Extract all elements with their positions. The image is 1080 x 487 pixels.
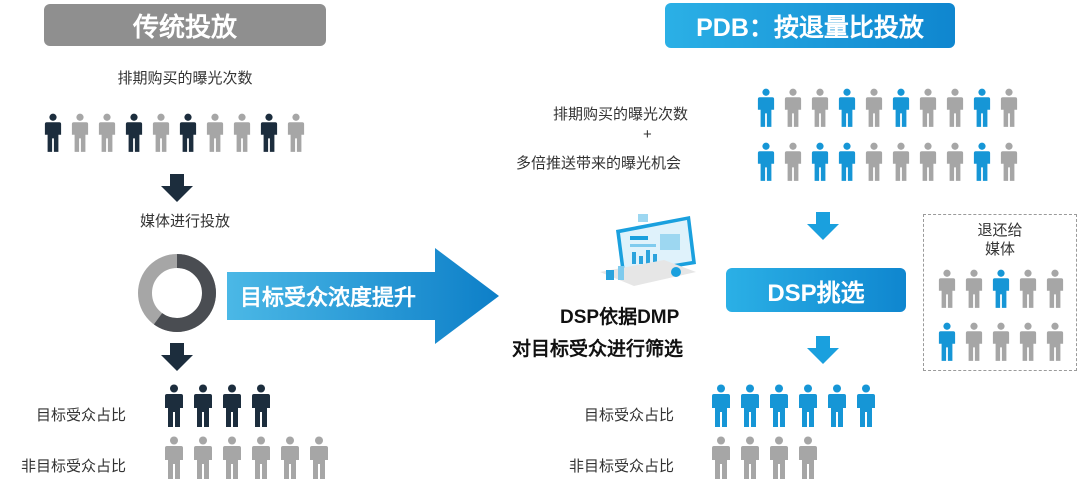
person-icon-gray (193, 436, 213, 485)
person-icon-blue (973, 140, 991, 189)
person-icon-gray (233, 112, 251, 159)
person-icon-dark (44, 112, 62, 159)
person-icon-blue (938, 320, 956, 369)
person-icon-gray (164, 436, 184, 485)
person-icon-blue (973, 86, 991, 135)
return-label-line1: 退还给 (977, 222, 1023, 239)
person-icon-dark (179, 112, 197, 159)
left-nontarget-label: 非目标受众占比 (21, 458, 127, 475)
person-icon-gray (919, 140, 937, 189)
person-icon-gray (919, 86, 937, 135)
person-icon-gray (1046, 320, 1064, 369)
person-icon-dark (164, 384, 184, 433)
person-icon-gray (784, 140, 802, 189)
left-header-text: 传统投放 (132, 11, 237, 42)
person-icon-gray (71, 112, 89, 159)
person-icon-blue (892, 86, 910, 135)
right-nontarget-label: 非目标受众占比 (569, 458, 675, 475)
person-icon-blue (992, 267, 1010, 316)
person-icon-gray (280, 436, 300, 485)
person-icon-gray (740, 436, 760, 485)
person-icon-dark (125, 112, 143, 159)
person-icon-dark (260, 112, 278, 159)
person-icon-gray (811, 86, 829, 135)
person-icon-gray (1019, 320, 1037, 369)
left-donut (138, 254, 216, 332)
left-purchased-label: 排期购买的曝光次数 (117, 70, 253, 87)
computer-dashboard-icon (600, 214, 696, 286)
person-icon-dark (193, 384, 213, 433)
person-icon-blue (769, 384, 789, 433)
person-icon-gray (965, 267, 983, 316)
person-icon-dark (251, 384, 271, 433)
person-icon-gray (1000, 86, 1018, 135)
person-icon-gray (946, 140, 964, 189)
person-icon-blue (838, 140, 856, 189)
person-icon-gray (992, 320, 1010, 369)
right-target-label: 目标受众占比 (584, 407, 675, 424)
left-header: 传统投放 (44, 4, 326, 46)
person-icon-blue (827, 384, 847, 433)
person-icon-gray (98, 112, 116, 159)
person-icon-blue (740, 384, 760, 433)
person-icon-gray (938, 267, 956, 316)
person-icon-dark (222, 384, 242, 433)
return-box (923, 214, 1077, 371)
person-icon-gray (784, 86, 802, 135)
person-icon-gray (711, 436, 731, 485)
person-icon-blue (811, 140, 829, 189)
big-arrow-shape (227, 248, 499, 344)
right-purchased-label: 排期购买的曝光次数 (553, 106, 689, 123)
person-icon-gray (287, 112, 305, 159)
person-icon-gray (865, 86, 883, 135)
person-icon-blue (838, 86, 856, 135)
person-icon-gray (1019, 267, 1037, 316)
person-icon-gray (865, 140, 883, 189)
person-icon-gray (769, 436, 789, 485)
right-header-text: PDB：按退量比投放 (696, 13, 924, 42)
person-icon-blue (757, 140, 775, 189)
person-icon-blue (711, 384, 731, 433)
person-icon-gray (965, 320, 983, 369)
dsp-text-line2: 对目标受众进行筛选 (512, 339, 684, 360)
dsp-text-line1: DSP依据DMP (560, 307, 680, 328)
right-multi-label: 多倍推送带来的曝光机会 (516, 155, 682, 172)
person-icon-gray (222, 436, 242, 485)
person-icon-gray (309, 436, 329, 485)
middle-arrow-label: 目标受众浓度提升 (240, 285, 417, 310)
right-plus-sign: + (643, 126, 652, 143)
person-icon-blue (856, 384, 876, 433)
person-icon-blue (798, 384, 818, 433)
person-icon-blue (757, 86, 775, 135)
person-icon-gray (251, 436, 271, 485)
person-icon-gray (152, 112, 170, 159)
right-header: PDB：按退量比投放 (665, 3, 955, 48)
donut-filled-arc (138, 254, 216, 332)
right-dsp-box-text: DSP挑选 (767, 279, 865, 307)
middle-big-arrow (227, 248, 499, 344)
return-label-line2: 媒体 (984, 241, 1015, 258)
person-icon-gray (892, 140, 910, 189)
right-dsp-box: DSP挑选 (726, 268, 906, 312)
left-media-label: 媒体进行投放 (139, 213, 230, 230)
person-icon-gray (946, 86, 964, 135)
person-icon-gray (1046, 267, 1064, 316)
person-icon-gray (1000, 140, 1018, 189)
person-icon-gray (206, 112, 224, 159)
left-target-label: 目标受众占比 (36, 407, 127, 424)
person-icon-gray (798, 436, 818, 485)
